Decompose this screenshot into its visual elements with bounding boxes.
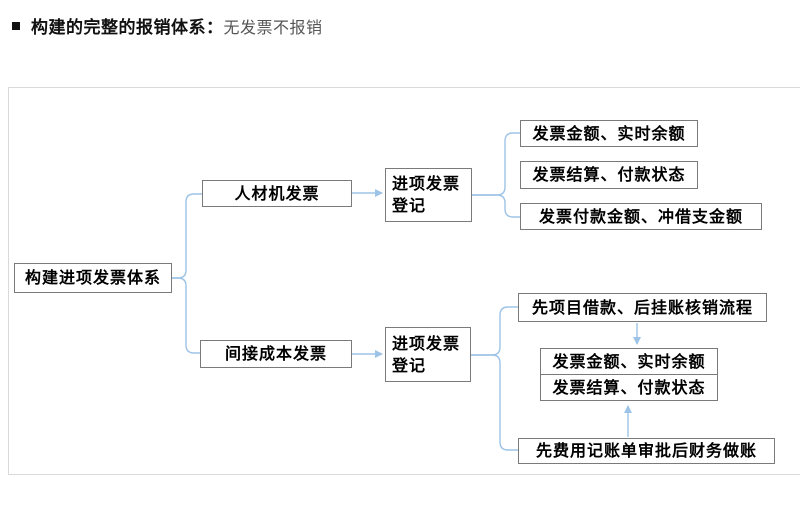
node-invoice-amount-balance: 发票金额、实时余额: [520, 120, 698, 147]
title-main: 构建的完整的报销体系：: [31, 18, 224, 38]
node-invoice-amount-balance-2: 发票金额、实时余额: [552, 351, 706, 371]
node-invoice-settlement-status: 发票结算、付款状态: [520, 161, 698, 189]
title-note: 无发票不报销: [223, 17, 323, 37]
page-title: 构建的完整的报销体系： 无发票不报销: [12, 13, 323, 38]
node-input-invoice-register-1: 进项发票登记: [385, 168, 472, 222]
node-project-loan-writeoff-process: 先项目借款、后挂账核销流程: [518, 293, 767, 322]
node-invoice-amount-status-group: 发票金额、实时余额 发票结算、付款状态: [540, 348, 718, 401]
node-indirect-cost-invoice: 间接成本发票: [200, 340, 352, 368]
node-root-input-invoice-system: 构建进项发票体系: [14, 263, 172, 293]
node-expense-approval-accounting: 先费用记账单审批后财务做账: [518, 438, 775, 464]
node-labor-material-machine-invoice: 人材机发票: [202, 180, 352, 207]
bullet-square-icon: [12, 21, 20, 30]
node-invoice-settlement-status-2: 发票结算、付款状态: [541, 374, 717, 400]
node-invoice-payment-offset-amount: 发票付款金额、冲借支金额: [520, 203, 762, 230]
node-input-invoice-register-2: 进项发票登记: [385, 327, 471, 382]
